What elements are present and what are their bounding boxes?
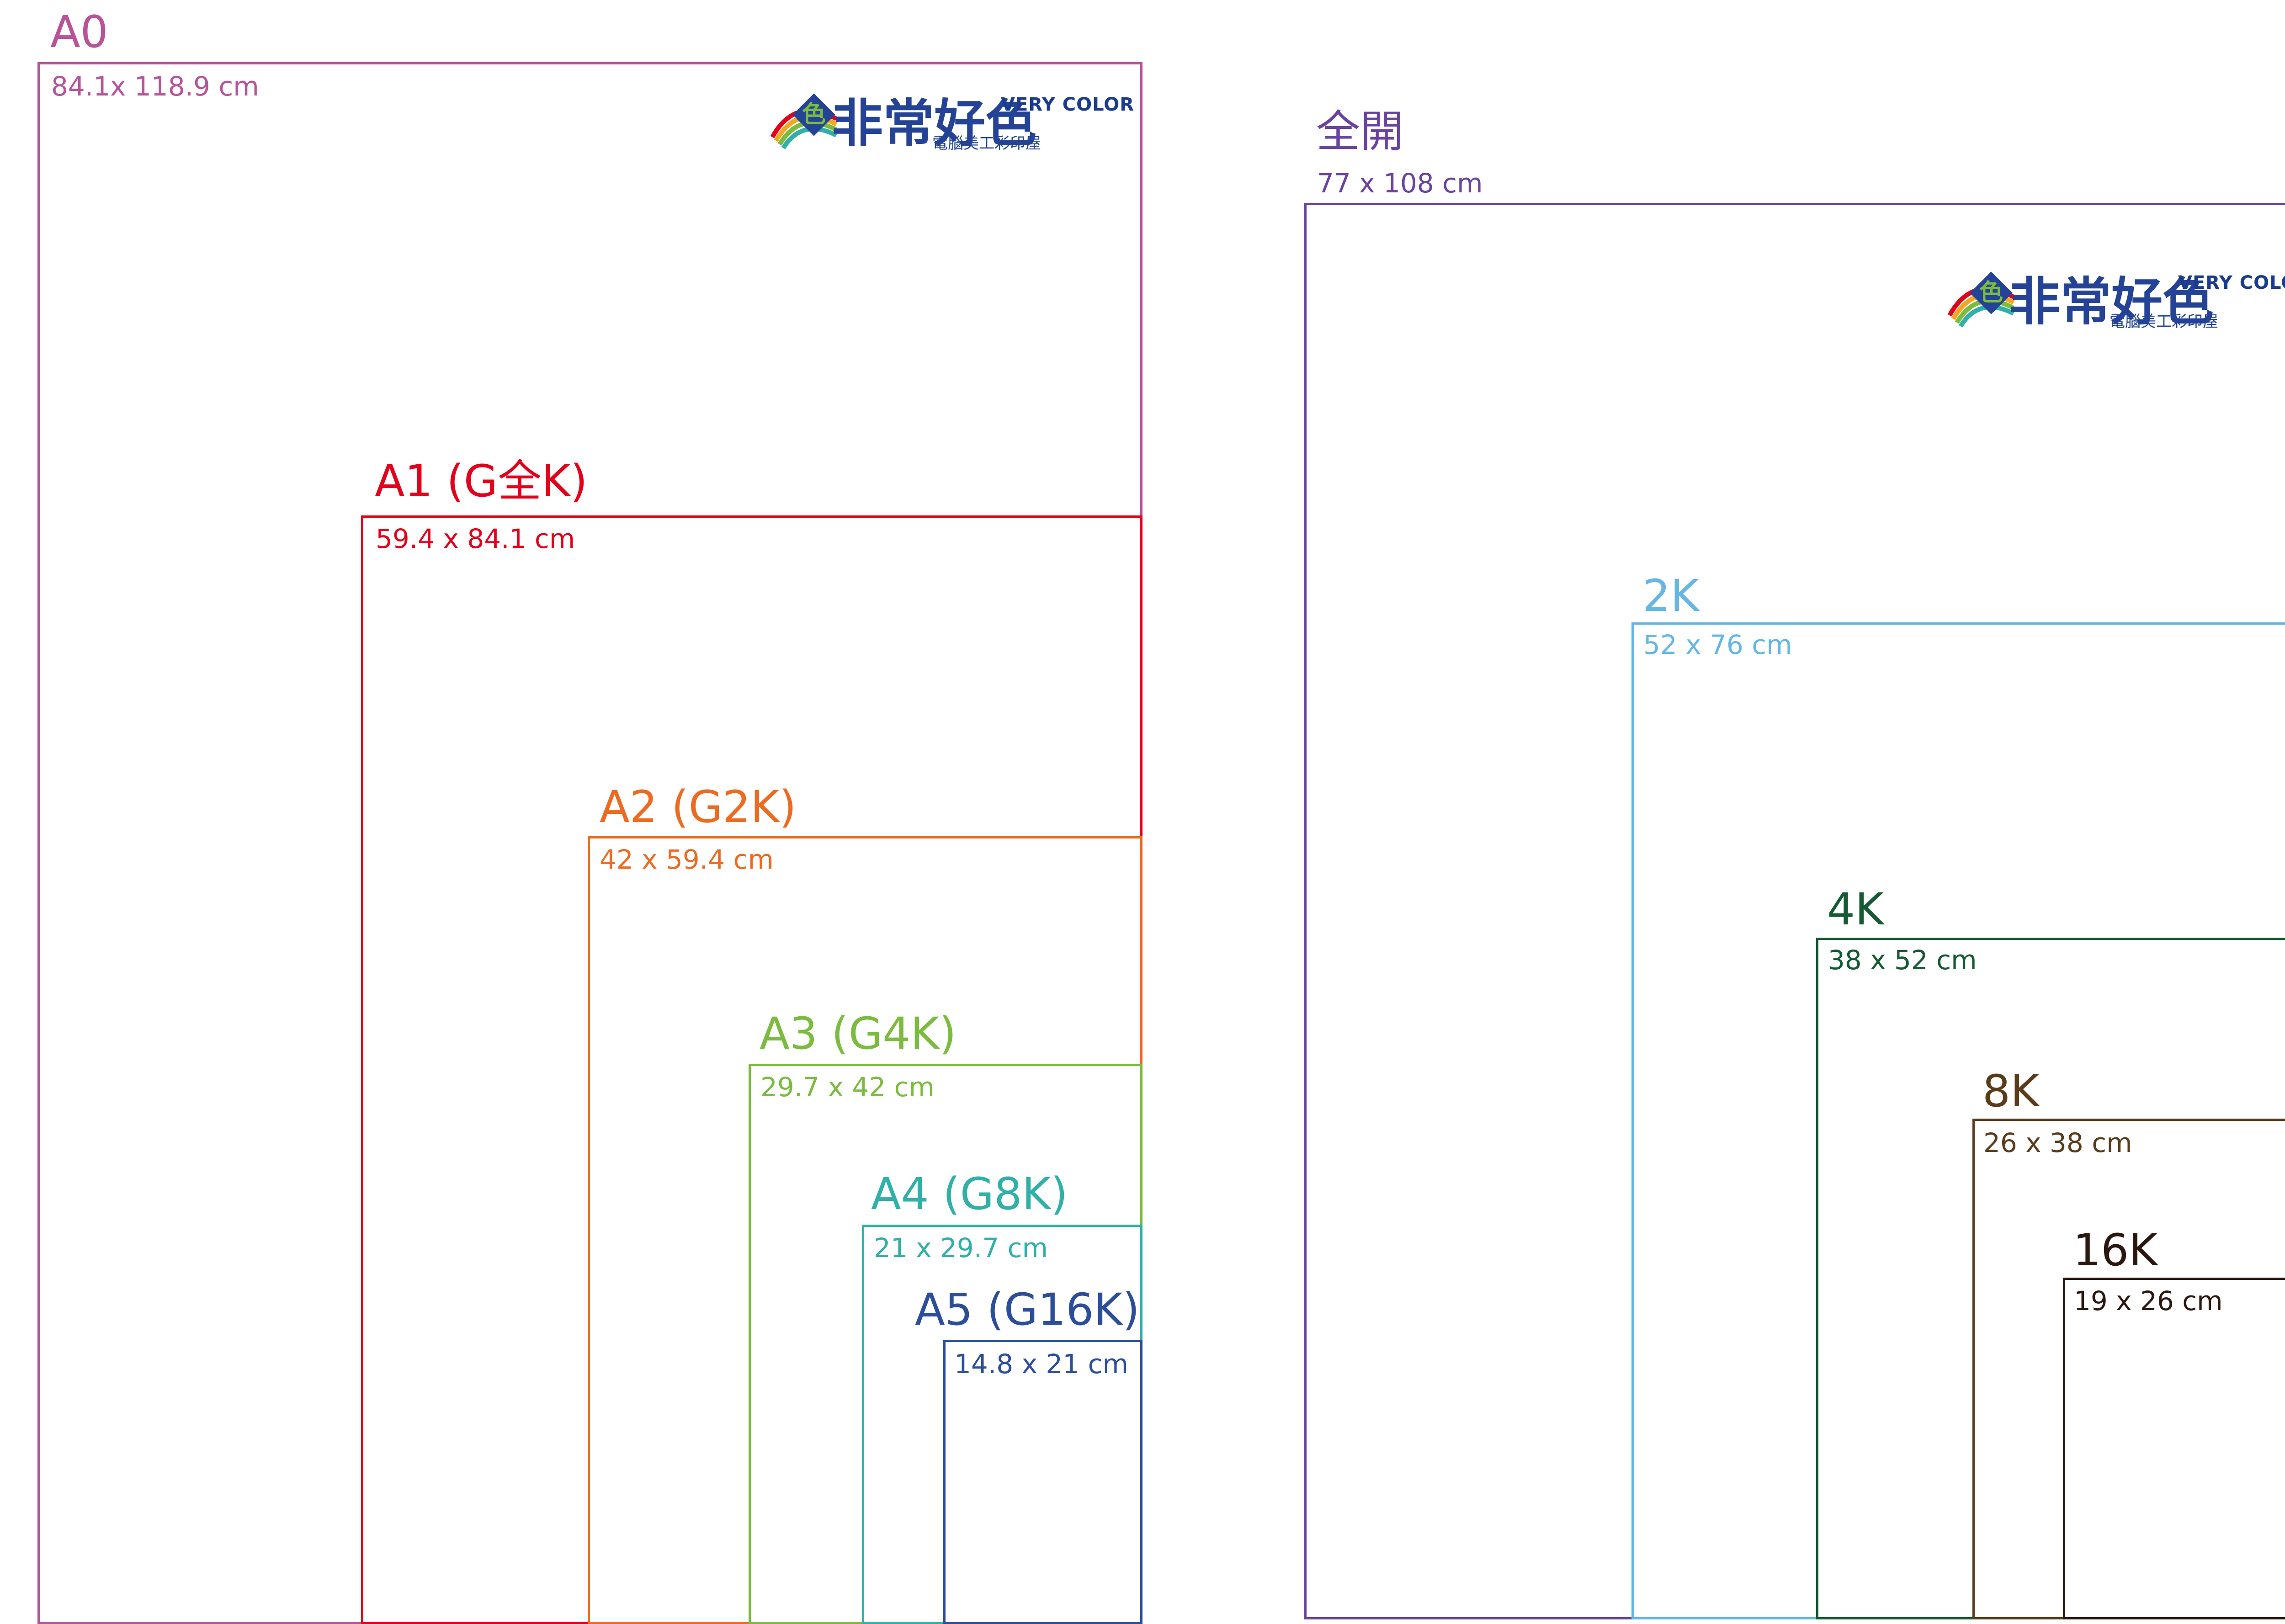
rainbow-emblem-icon: 色	[770, 93, 838, 149]
a4-title: A4 (G8K)	[871, 1168, 1068, 1220]
a3-size-label: 29.7 x 42 cm	[760, 1072, 935, 1103]
k8-size-label: 26 x 38 cm	[1983, 1127, 2132, 1158]
logo-name: 非常好色	[2009, 272, 2214, 332]
a5-title: A5 (G16K)	[915, 1284, 1140, 1335]
logo-tagline: 電腦美工彩印屋	[932, 134, 1041, 153]
brand-logo-right: 色 非常好色 VERY COLOR 電腦美工彩印屋	[1940, 256, 2285, 334]
a5-frame	[943, 1340, 1142, 1624]
svg-text:色: 色	[1979, 279, 2003, 307]
a1-title: A1 (G全K)	[375, 456, 588, 507]
a2-title: A2 (G2K)	[600, 781, 797, 833]
logo-wordmark: VERY COLOR	[1001, 94, 1135, 115]
logo-tagline: 電腦美工彩印屋	[2110, 313, 2218, 331]
svg-text:色: 色	[802, 101, 826, 128]
k16-frame	[2063, 1278, 2285, 1619]
a4-size-label: 21 x 29.7 cm	[874, 1232, 1048, 1263]
a1-size-label: 59.4 x 84.1 cm	[376, 523, 575, 554]
k4-size-label: 38 x 52 cm	[1828, 945, 1977, 976]
full-size-label: 77 x 108 cm	[1317, 168, 1483, 199]
a0-title: A0	[50, 6, 108, 58]
a0-size-label: 84.1x 118.9 cm	[51, 71, 259, 102]
a2-size-label: 42 x 59.4 cm	[600, 844, 774, 875]
brand-logo: 色 非常好色 VERY COLOR 電腦美工彩印屋	[763, 78, 1134, 155]
k2-title: 2K	[1642, 570, 1700, 621]
k8-title: 8K	[1982, 1066, 2040, 1117]
k16-title: 16K	[2073, 1225, 2158, 1276]
full-title: 全開	[1316, 106, 1404, 157]
a5-size-label: 14.8 x 21 cm	[954, 1348, 1128, 1380]
k2-size-label: 52 x 76 cm	[1643, 629, 1792, 660]
a3-title: A3 (G4K)	[760, 1008, 957, 1059]
logo-wordmark: VERY COLOR	[2178, 272, 2285, 293]
k4-title: 4K	[1827, 884, 1884, 935]
logo-name: 非常好色	[832, 94, 1036, 154]
rainbow-emblem-icon: 色	[1947, 271, 2015, 328]
k16-size-label: 19 x 26 cm	[2074, 1285, 2223, 1316]
